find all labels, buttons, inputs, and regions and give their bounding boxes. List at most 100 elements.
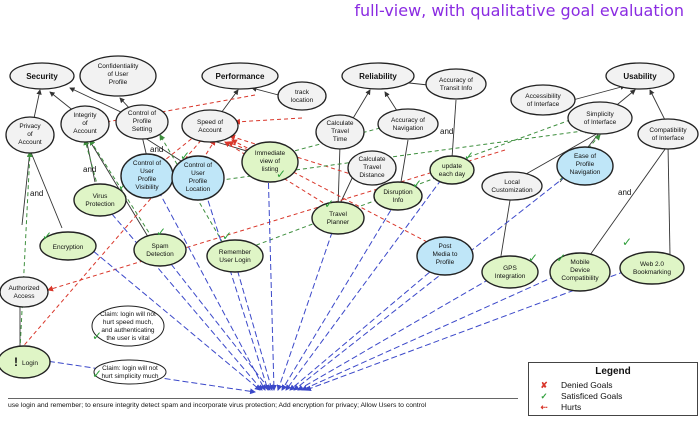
softgoal-accuracy-navigation[interactable]: Accuracy of Navigation: [377, 108, 439, 140]
svg-text:Speed of: Speed of: [197, 119, 223, 126]
svg-text:Profile: Profile: [138, 176, 157, 183]
satisfied-check-icon: ✓: [528, 251, 538, 265]
svg-text:Claim: login will not: Claim: login will not: [102, 365, 158, 372]
softgoal-security[interactable]: Security: [9, 62, 75, 90]
and-label: and: [440, 127, 453, 136]
op-control-visibility[interactable]: Control of User Profile Visibility: [120, 153, 174, 199]
svg-text:Control of: Control of: [184, 162, 212, 169]
svg-text:hurt simplicity much: hurt simplicity much: [101, 373, 158, 380]
softgoal-local-customization[interactable]: Local Customization: [481, 171, 543, 201]
op-spam-detection[interactable]: Spam Detection ✓: [133, 225, 187, 267]
svg-text:Media to: Media to: [433, 251, 458, 258]
softgoal-privacy[interactable]: Privacy of Account: [5, 116, 55, 154]
svg-text:Travel: Travel: [329, 211, 347, 218]
op-immediate-view[interactable]: Immediate view of listing ✓: [241, 141, 299, 183]
svg-text:User: User: [191, 170, 206, 177]
satisfied-check-icon: ✓: [92, 367, 102, 381]
satisfied-check-icon: ✓: [156, 225, 166, 239]
svg-text:Compatibility: Compatibility: [649, 127, 687, 134]
and-label: and: [618, 188, 631, 197]
svg-text:track: track: [295, 89, 310, 96]
op-ease-navigation[interactable]: Ease of Profile Navigation: [556, 146, 614, 186]
op-gps-integration[interactable]: GPS Integration ✓: [481, 251, 539, 289]
softgoal-reliability[interactable]: Reliability: [341, 62, 415, 90]
svg-text:Security: Security: [26, 72, 58, 81]
softgoal-usability[interactable]: Usability: [605, 62, 675, 90]
softgoal-calculate-time[interactable]: Calculate Travel Time: [315, 114, 365, 150]
svg-text:Setting: Setting: [132, 126, 153, 133]
svg-text:location: location: [291, 97, 314, 104]
softgoal-control-profile[interactable]: Control of Profile Setting: [115, 104, 169, 140]
svg-text:Integration: Integration: [495, 273, 526, 280]
svg-text:Navigation: Navigation: [570, 169, 601, 176]
softgoal-integrity[interactable]: Integrity of Account: [60, 105, 110, 143]
svg-text:the user is vital: the user is vital: [106, 335, 150, 342]
svg-text:of Interface: of Interface: [527, 101, 560, 108]
svg-text:User Login: User Login: [219, 257, 251, 264]
softgoal-authorized-access[interactable]: Authorized Access: [0, 276, 49, 308]
svg-text:Location: Location: [186, 186, 211, 193]
softgoal-calculate-distance[interactable]: Calculate Travel Distance: [347, 150, 397, 186]
dashed-arrow-icon: ⇠: [540, 402, 548, 412]
op-web20-bookmarking[interactable]: Web 2.0 Bookmarking ✓: [619, 235, 685, 285]
softgoal-performance[interactable]: Performance: [201, 62, 279, 90]
softgoal-compatibility[interactable]: Compatibility of Interface: [637, 118, 699, 150]
op-mobile-compatibility[interactable]: Mobile Device Compatibility ✓: [549, 251, 611, 292]
svg-text:Reliability: Reliability: [359, 72, 397, 81]
satisfied-check-icon: ✓: [622, 235, 632, 249]
satisfied-check-icon: ✓: [464, 149, 474, 163]
softgoal-simplicity[interactable]: Simplicity of Interface: [567, 101, 633, 135]
svg-text:each day: each day: [439, 171, 466, 178]
satisfied-check-icon: ✓: [92, 329, 102, 343]
softgoal-track-location[interactable]: track location: [277, 81, 327, 111]
and-label: and: [83, 165, 96, 174]
svg-text:Performance: Performance: [216, 72, 265, 81]
op-remember-login[interactable]: Remember User Login ✓: [206, 229, 264, 273]
svg-text:Transit Info: Transit Info: [440, 85, 473, 92]
op-travel-planner[interactable]: Travel Planner ✓: [311, 197, 365, 235]
svg-text:Usability: Usability: [623, 72, 657, 81]
svg-text:Travel: Travel: [363, 164, 381, 171]
svg-text:Accuracy of: Accuracy of: [439, 77, 473, 84]
softgoal-accuracy-transit[interactable]: Accuracy of Transit Info: [425, 68, 487, 100]
svg-text:Profile: Profile: [576, 161, 595, 168]
op-update-each-day[interactable]: update each day ✓: [429, 149, 475, 185]
op-control-location[interactable]: Control of User Profile Location ✓: [171, 149, 225, 201]
softgoal-confidentiality[interactable]: Confidentiality of User Profile: [79, 55, 157, 97]
svg-text:GPS: GPS: [503, 265, 517, 272]
op-disruption-info[interactable]: Disruption Info ✓: [373, 177, 423, 211]
warning-mark-icon: !: [14, 355, 18, 369]
svg-text:view of: view of: [260, 158, 280, 165]
svg-text:Spam: Spam: [152, 243, 169, 250]
op-login[interactable]: ! Login: [0, 345, 51, 379]
svg-text:Disruption: Disruption: [383, 189, 413, 196]
op-post-media[interactable]: Post Media to Profile: [416, 236, 474, 276]
legend-item-hurts: ⇠Hurts: [537, 402, 581, 413]
satisfied-check-icon: ✓: [556, 251, 566, 265]
softgoal-accessibility[interactable]: Accessibility of Interface: [510, 84, 576, 116]
svg-text:Integrity: Integrity: [73, 112, 97, 119]
claim-simplicity[interactable]: Claim: login will not hurt simplicity mu…: [92, 359, 167, 385]
softgoal-speed[interactable]: Speed of Account: [181, 109, 239, 143]
op-encryption[interactable]: Encryption ✓: [39, 229, 97, 261]
svg-text:Authorized: Authorized: [8, 285, 39, 292]
svg-text:Calculate: Calculate: [326, 120, 353, 127]
svg-text:Immediate: Immediate: [255, 150, 286, 157]
svg-text:Privacy: Privacy: [19, 123, 41, 130]
svg-text:Profile: Profile: [133, 118, 152, 125]
svg-text:Navigation: Navigation: [393, 125, 424, 132]
svg-text:Claim: login will not: Claim: login will not: [100, 311, 156, 318]
svg-text:Profile: Profile: [109, 79, 128, 86]
svg-text:Simplicity: Simplicity: [586, 111, 614, 118]
op-virus-protection[interactable]: Virus Protection ✓: [73, 179, 128, 217]
svg-text:and authenticating: and authenticating: [101, 327, 155, 334]
svg-text:of Interface: of Interface: [584, 119, 617, 126]
and-label: and: [150, 145, 163, 154]
svg-text:Profile: Profile: [436, 259, 455, 266]
svg-text:Mobile: Mobile: [570, 259, 590, 266]
claim-speed[interactable]: Claim: login will not hurt speed much, a…: [91, 305, 165, 347]
svg-text:update: update: [442, 163, 462, 170]
svg-text:Accuracy of: Accuracy of: [391, 117, 425, 124]
svg-text:Encryption: Encryption: [53, 244, 84, 251]
